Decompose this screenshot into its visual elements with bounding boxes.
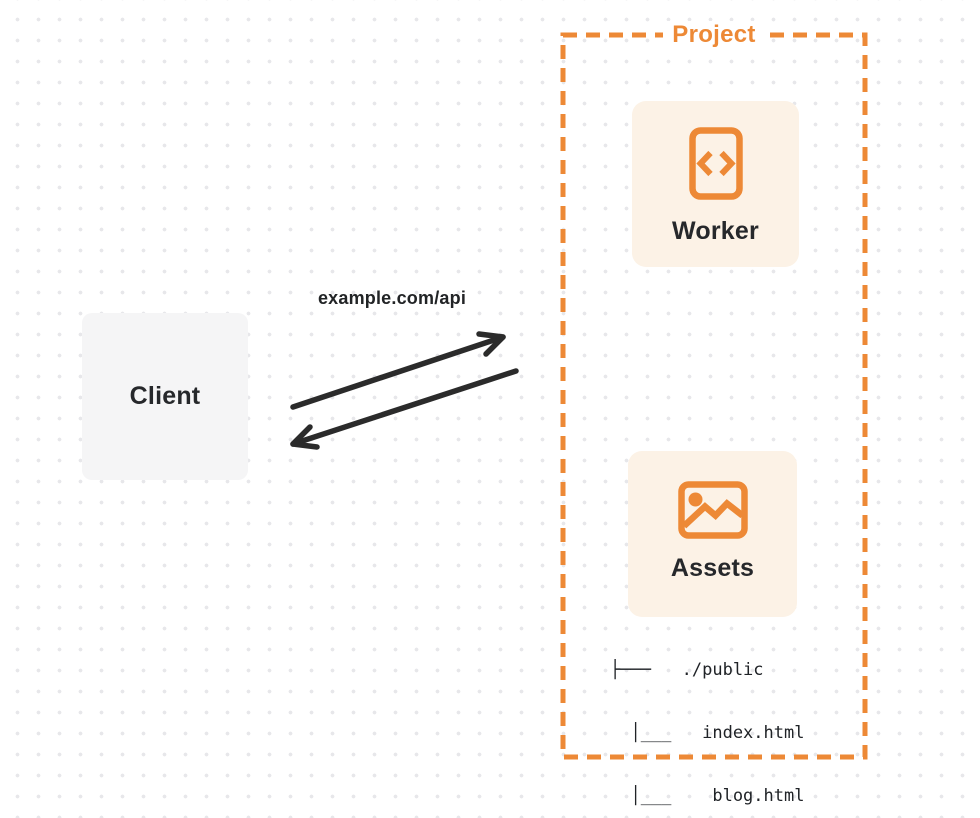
assets-label: Assets: [670, 554, 755, 582]
code-file-icon: [688, 127, 743, 200]
client-node: Client: [82, 313, 248, 480]
response-arrow: [290, 368, 519, 450]
tree-line-root: ├─── ./public: [610, 660, 764, 680]
assets-file-tree: ├─── ./public │___ index.html │___ blog.…: [610, 618, 804, 818]
worker-node: Worker: [632, 101, 799, 267]
project-boundary-title: Project: [563, 21, 865, 49]
request-url-label: example.com/api: [317, 288, 467, 308]
tree-line-file: │___ blog.html: [610, 786, 805, 806]
project-label: Project: [663, 21, 765, 49]
assets-node: Assets: [628, 451, 797, 617]
image-icon: [677, 481, 748, 539]
client-label: Client: [129, 382, 201, 410]
worker-label: Worker: [672, 217, 759, 245]
tree-line-file: │___ index.html: [610, 723, 805, 743]
request-arrow: [290, 331, 506, 410]
